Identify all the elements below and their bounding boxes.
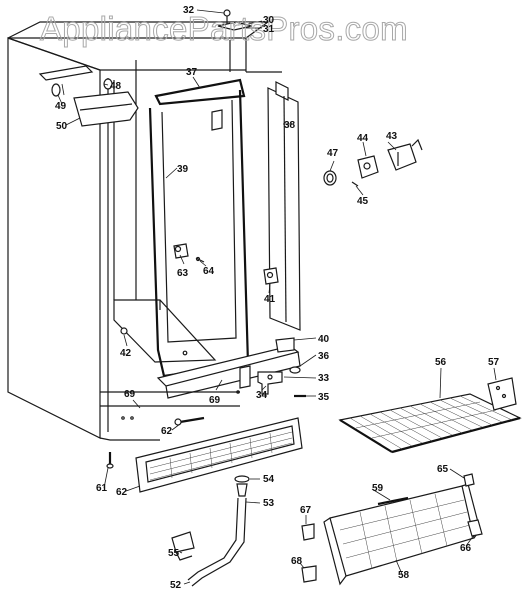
thermostat-assembly [323, 138, 423, 187]
cabinet-shell [7, 21, 282, 441]
label-part-35: 35 [318, 392, 330, 403]
label-part-40: 40 [318, 334, 330, 345]
label-part-69-lower: 69 [209, 395, 221, 406]
label-part-53: 53 [263, 498, 275, 509]
drain-assembly [171, 475, 250, 587]
crisper-drawer [301, 473, 483, 586]
label-part-52: 52 [170, 580, 182, 591]
label-part-62-screw: 62 [161, 426, 173, 437]
leader-lines [57, 9, 497, 585]
label-part-65: 65 [437, 464, 449, 475]
label-part-50: 50 [56, 121, 68, 132]
label-part-37: 37 [186, 67, 198, 78]
label-part-47: 47 [327, 148, 339, 159]
bottom-frame-rail [156, 337, 301, 399]
label-part-56: 56 [435, 357, 447, 368]
label-part-55: 55 [168, 548, 180, 559]
label-part-31: 31 [263, 24, 275, 35]
label-part-43: 43 [386, 131, 398, 142]
door-gasket-frame [148, 78, 250, 378]
label-part-58: 58 [398, 570, 410, 581]
kick-grille [135, 416, 303, 493]
label-part-66: 66 [460, 543, 472, 554]
label-part-59: 59 [372, 483, 384, 494]
wire-shelf [338, 377, 522, 454]
label-part-38: 38 [284, 120, 296, 131]
label-part-33: 33 [318, 373, 330, 384]
label-part-49: 49 [55, 101, 67, 112]
part-labels: 32 30 31 37 38 39 63 64 41 42 40 36 33 3… [55, 5, 500, 591]
label-part-61: 61 [96, 483, 108, 494]
label-part-64: 64 [203, 266, 215, 277]
label-part-34: 34 [256, 390, 268, 401]
label-part-42: 42 [120, 348, 132, 359]
label-part-36: 36 [318, 351, 330, 362]
label-part-57: 57 [488, 357, 500, 368]
label-part-63: 63 [177, 268, 189, 279]
label-part-62-grille: 62 [116, 487, 128, 498]
door-bin-assembly [38, 65, 139, 127]
label-part-45: 45 [357, 196, 369, 207]
label-part-68: 68 [291, 556, 303, 567]
label-part-30: 30 [263, 15, 275, 26]
label-part-54: 54 [263, 474, 275, 485]
label-part-69-side: 69 [124, 389, 136, 400]
label-part-32: 32 [183, 5, 195, 16]
label-part-67: 67 [300, 505, 312, 516]
top-hardware [217, 9, 253, 31]
label-part-41: 41 [264, 294, 276, 305]
hinge-parts [120, 243, 279, 335]
label-part-44: 44 [357, 133, 369, 144]
site-watermark: AppliancePartsPros.com [40, 10, 408, 47]
label-part-48: 48 [110, 81, 122, 92]
leveling-leg [106, 452, 114, 469]
label-part-39: 39 [177, 164, 189, 175]
